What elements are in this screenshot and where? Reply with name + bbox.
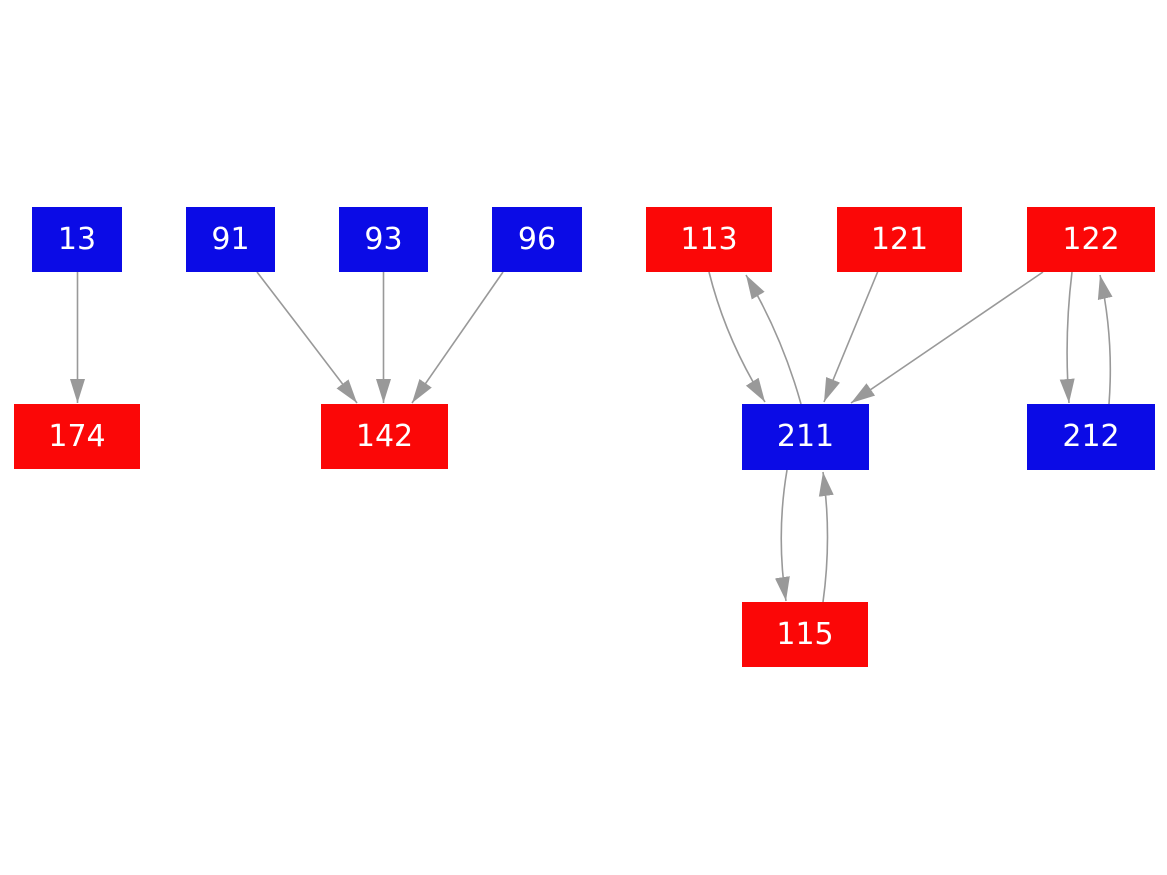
graph-node-122[interactable]: 122 — [1027, 207, 1155, 272]
node-label: 121 — [870, 221, 929, 257]
graph-node-91[interactable]: 91 — [186, 207, 275, 272]
edge-96-142 — [411, 271, 504, 404]
node-label: 93 — [364, 221, 403, 257]
edge-122-211 — [850, 271, 1044, 404]
graph-node-115[interactable]: 115 — [742, 602, 868, 667]
node-label: 113 — [680, 221, 738, 257]
graph-node-96[interactable]: 96 — [492, 207, 582, 272]
edge-122-212 — [1059, 271, 1075, 404]
node-label: 211 — [776, 419, 835, 454]
graph-node-211[interactable]: 211 — [742, 404, 869, 470]
graph-node-142[interactable]: 142 — [321, 404, 448, 469]
edge-211-115 — [774, 469, 790, 602]
node-label: 115 — [776, 616, 834, 652]
graph-node-212[interactable]: 212 — [1027, 404, 1155, 470]
graph-node-174[interactable]: 174 — [14, 404, 140, 469]
graph-node-13[interactable]: 13 — [32, 207, 122, 272]
node-label: 212 — [1062, 419, 1120, 454]
edge-212-122 — [1097, 274, 1113, 405]
edge-115-211 — [818, 471, 834, 603]
edge-91-142 — [256, 271, 358, 404]
graph-node-121[interactable]: 121 — [837, 207, 962, 272]
node-label: 122 — [1062, 221, 1120, 257]
node-label: 142 — [355, 418, 414, 454]
node-label: 174 — [48, 418, 106, 454]
edge-211-113 — [745, 274, 802, 405]
edge-113-211 — [708, 271, 766, 403]
edge-121-211 — [823, 270, 879, 403]
node-label: 91 — [211, 221, 250, 257]
graph-node-93[interactable]: 93 — [339, 207, 428, 272]
graph-node-113[interactable]: 113 — [646, 207, 772, 272]
node-label: 13 — [57, 221, 97, 257]
node-label: 96 — [517, 221, 557, 257]
